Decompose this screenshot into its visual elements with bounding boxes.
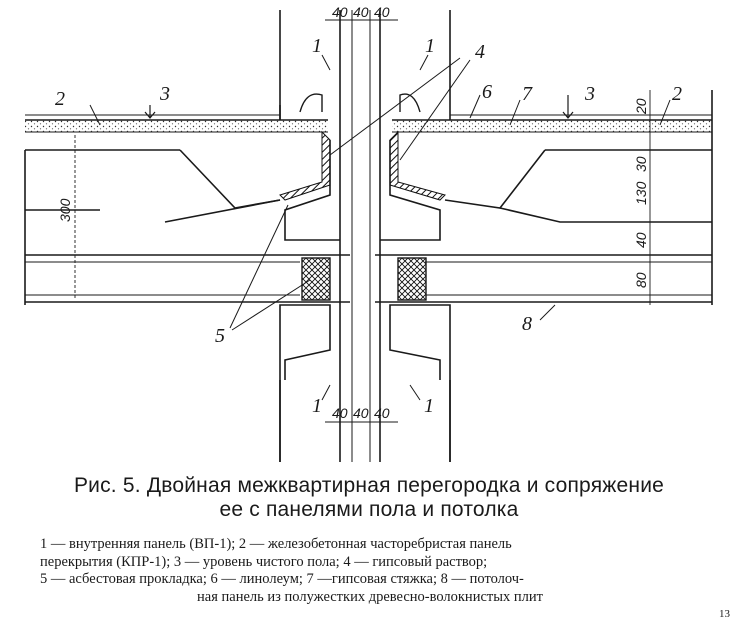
legend-line-2: перекрытия (КПР-1); 3 — уровень чистого … bbox=[40, 553, 488, 570]
ceiling-panel-left bbox=[25, 254, 350, 303]
dim-130: 130 bbox=[633, 181, 649, 205]
dim-40-top-2: 40 bbox=[353, 4, 369, 20]
label-2-right: 2 bbox=[672, 83, 682, 105]
dim-40-bottom-3: 40 bbox=[374, 405, 390, 421]
dim-40-right: 40 bbox=[633, 232, 649, 248]
figure-caption: Рис. 5. Двойная межквартирная перегородк… bbox=[73, 474, 665, 521]
asbestos-pad-right bbox=[397, 257, 427, 301]
label-7: 7 bbox=[522, 83, 533, 105]
label-1-bottom-right: 1 bbox=[424, 395, 434, 417]
gypsum-mortar-left bbox=[279, 130, 331, 201]
label-1-bottom-left: 1 bbox=[312, 395, 322, 417]
label-1-top-right: 1 bbox=[425, 35, 435, 57]
dim-300: 300 bbox=[57, 198, 73, 222]
label-8: 8 bbox=[522, 313, 532, 335]
page-number: 13 bbox=[719, 608, 730, 620]
dim-30: 30 bbox=[633, 156, 649, 172]
asbestos-pad-left bbox=[301, 257, 331, 301]
legend-line-1: 1 — внутренняя панель (ВП-1); 2 — железо… bbox=[40, 536, 512, 552]
floor-panel-left bbox=[24, 119, 328, 305]
label-4: 4 bbox=[475, 41, 485, 63]
floor-panel-right bbox=[392, 90, 713, 305]
label-3-right: 3 bbox=[584, 83, 595, 105]
label-2-left: 2 bbox=[55, 88, 65, 110]
label-3-left: 3 bbox=[159, 83, 170, 105]
gypsum-mortar-right bbox=[389, 130, 446, 201]
partition-junction-drawing: 1 1 4 2 3 6 7 3 2 5 8 1 1 40 40 40 40 40… bbox=[24, 4, 713, 462]
dim-40-top-1: 40 bbox=[332, 4, 348, 20]
legend-line-3: 5 — асбестовая прокладка; 6 — линолеум; … bbox=[40, 571, 524, 587]
figure-legend: 1 — внутренняя панель (ВП-1); 2 — железо… bbox=[40, 536, 700, 606]
dim-20: 20 bbox=[633, 98, 649, 115]
label-5: 5 bbox=[215, 325, 225, 347]
dim-40-bottom-1: 40 bbox=[332, 405, 348, 421]
dim-80: 80 bbox=[633, 272, 649, 288]
label-6: 6 bbox=[482, 81, 492, 103]
legend-line-4: ная панель из полужестких древесно-волок… bbox=[197, 588, 543, 605]
inner-panel-left-lower bbox=[279, 255, 341, 462]
inner-panel-right-lower bbox=[379, 255, 451, 462]
dim-40-top-3: 40 bbox=[374, 4, 390, 20]
dim-40-bottom-2: 40 bbox=[353, 405, 369, 421]
label-1-top-left: 1 bbox=[312, 35, 322, 57]
